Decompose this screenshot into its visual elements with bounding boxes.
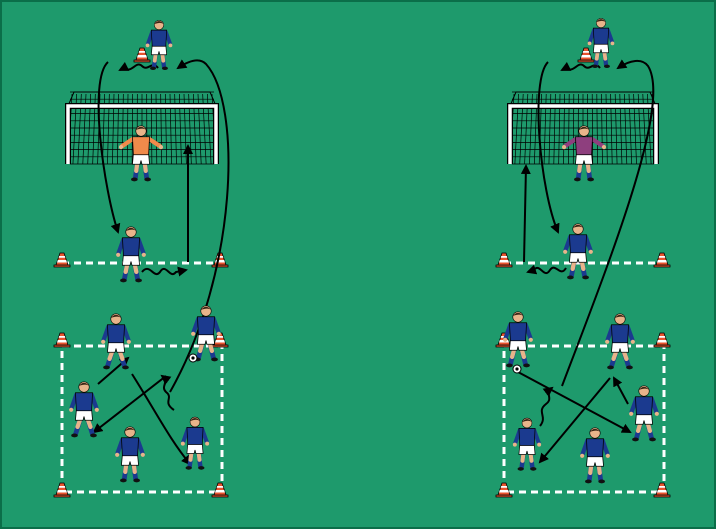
ball	[513, 365, 521, 373]
ball	[189, 354, 197, 362]
